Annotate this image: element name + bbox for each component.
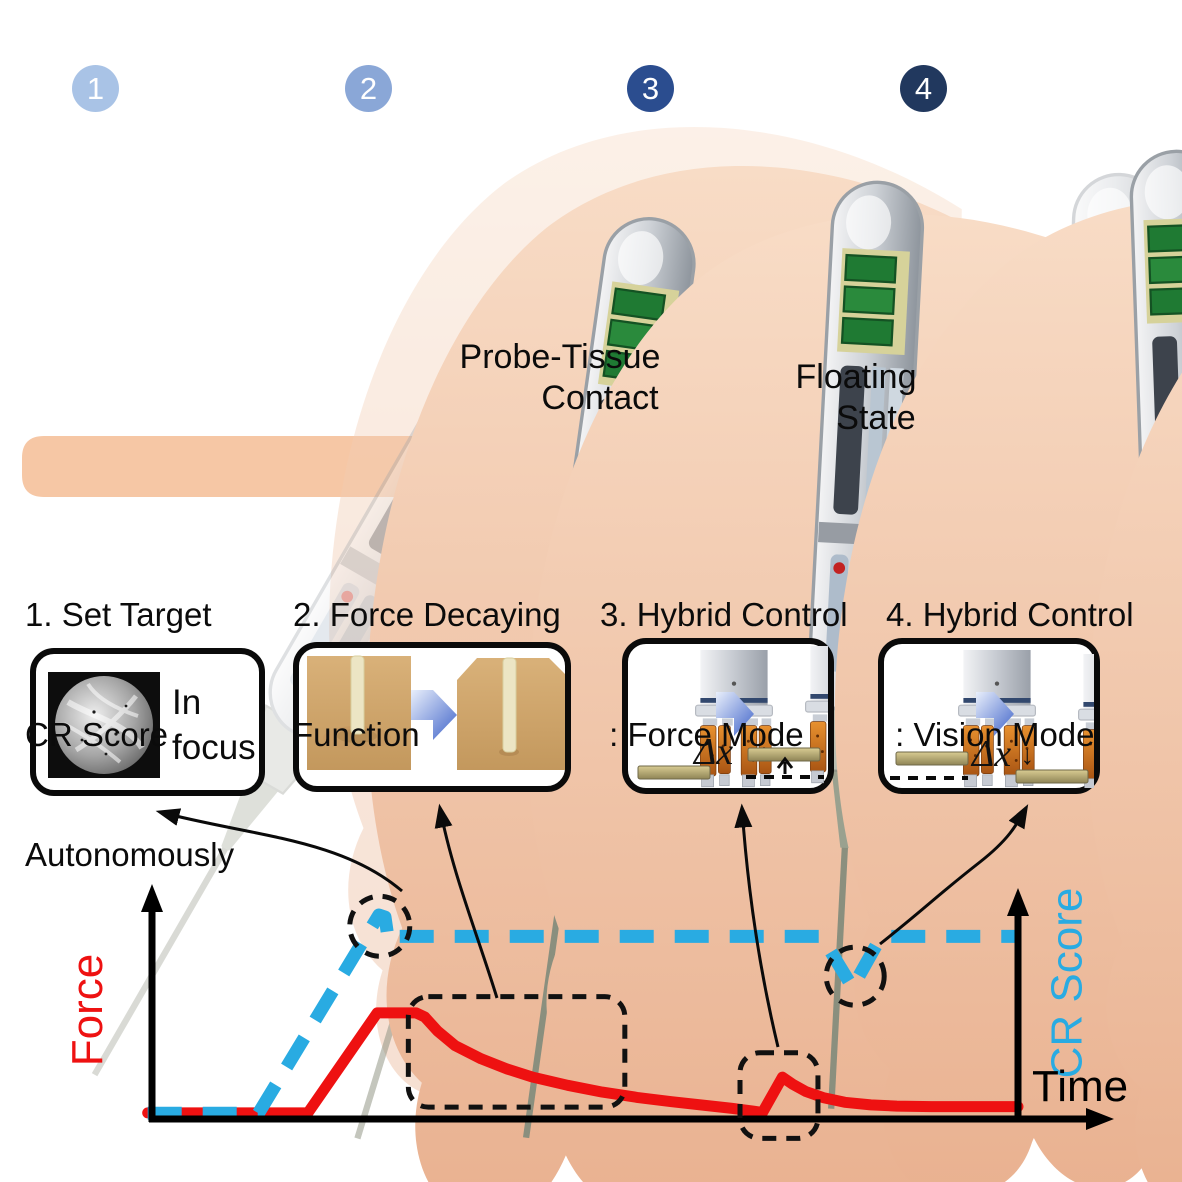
step4-title-line2: : Vision Mode	[886, 716, 1095, 753]
transition-arrow-icon	[976, 692, 1014, 736]
step3-title-line2: : Force Mode	[600, 716, 804, 753]
gripper-vision-mode	[890, 649, 1094, 788]
floating-state-label-line1: Floating	[795, 358, 917, 396]
force-decay-panels	[307, 655, 565, 770]
gripper-force-mode	[637, 645, 828, 788]
step-badge-3: 3	[627, 65, 674, 112]
chart-axes	[148, 908, 1090, 1123]
left-axis-arrow	[141, 884, 163, 912]
annotation-cr-score-reached	[347, 893, 413, 959]
step1-title-line3: Autonomously	[25, 836, 235, 873]
force-axis-label-wrap: Force	[28, 925, 148, 1095]
inset-set-target	[30, 648, 265, 796]
chart-annotations	[347, 893, 887, 1141]
force-curve	[142, 1007, 1024, 1119]
force-axis-label: Force	[62, 953, 112, 1067]
delta-x-text: Δx	[972, 733, 1012, 775]
cr-score-curve	[147, 908, 1018, 1120]
delta-x-force-label: Δx	[694, 730, 733, 774]
time-axis-label: Time	[1032, 1062, 1129, 1111]
step2-title: 2. Force Decaying Function	[293, 515, 561, 835]
arrow-to-step1-inset	[155, 808, 403, 893]
floating-state-label-line2: State	[836, 399, 916, 437]
step4-title: 4. Hybrid Control : Vision Mode	[886, 515, 1134, 835]
transition-arrow-icon	[411, 690, 457, 740]
connector-arrows	[155, 803, 1029, 1048]
cr-axis-label-wrap: CR Score	[1002, 885, 1132, 1080]
arrow-to-step4-inset	[879, 804, 1029, 946]
right-axis-arrow	[1007, 888, 1029, 916]
step-badge-2: 2	[345, 65, 392, 112]
x-axis-arrow	[1086, 1108, 1114, 1130]
arrow-to-step2-inset	[434, 803, 499, 999]
cr-score-axis-label: CR Score	[1042, 887, 1091, 1078]
in-focus-line2: focus	[172, 728, 256, 767]
annotation-force-decay-region	[405, 994, 628, 1110]
transition-arrow-icon	[716, 692, 754, 736]
step3-title-line1: 3. Hybrid Control	[600, 596, 848, 633]
step-badge-1: 1	[72, 65, 119, 112]
down-arrow-icon: ↓	[1020, 740, 1035, 770]
annotation-cr-dip	[823, 944, 887, 1008]
step2-title-line1: 2. Force Decaying	[293, 596, 561, 633]
inset-vision-mode	[878, 638, 1100, 794]
step2-title-line2: Function	[293, 716, 420, 753]
step1-title-line1: 1. Set Target	[25, 596, 212, 633]
in-focus-line1: In	[172, 683, 202, 722]
step1-title-line2: CR Score	[25, 716, 169, 753]
probe-tissue-contact-label-line1: Probe-Tissue	[459, 338, 661, 376]
chart	[141, 884, 1114, 1141]
step4-title-line1: 4. Hybrid Control	[886, 596, 1134, 633]
delta-x-vision-label: Δx ↓	[972, 732, 1034, 776]
inset-force-decay	[293, 642, 571, 792]
step1-title: 1. Set Target CR Score Autonomously	[25, 515, 234, 955]
microscope-view	[48, 672, 160, 778]
step3-title: 3. Hybrid Control : Force Mode	[600, 515, 848, 835]
probe-tissue-contact-label-line2: Contact	[541, 379, 659, 417]
delta-x-text: Δx	[694, 731, 734, 773]
arrow-to-step3-inset	[734, 803, 780, 1048]
in-focus-label: In focus	[172, 680, 256, 770]
inset-force-mode	[622, 638, 834, 794]
step-badge-4: 4	[900, 65, 947, 112]
up-arrow-icon	[776, 756, 794, 774]
